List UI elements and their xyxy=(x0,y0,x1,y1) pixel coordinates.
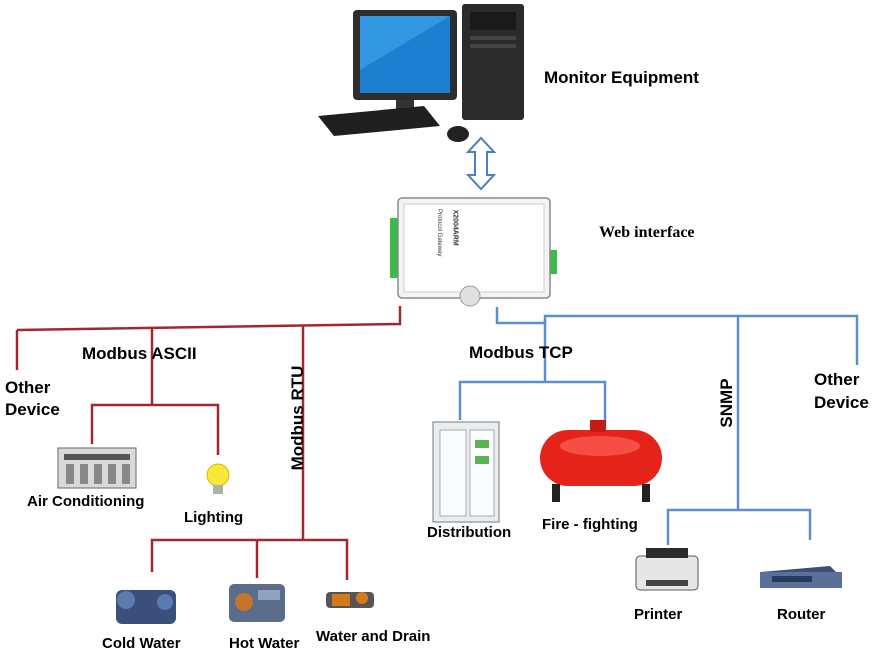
fire-fighting-label: Fire - fighting xyxy=(542,516,638,533)
computer-icon xyxy=(318,4,524,142)
router-label: Router xyxy=(777,606,826,623)
tcp-branch xyxy=(458,380,607,424)
snmp-branch xyxy=(666,508,812,545)
air-conditioner-icon xyxy=(57,447,137,489)
printer-icon xyxy=(635,548,699,591)
rtu-branch xyxy=(150,538,349,580)
gateway-icon xyxy=(390,197,557,307)
modbus-rtu-label: Modbus RTU xyxy=(288,365,307,471)
light-bulb-icon xyxy=(206,463,230,494)
modbus-ascii-label: Modbus ASCII xyxy=(82,344,197,363)
other-device-right-line2: Device xyxy=(814,393,869,412)
web-interface-label: Web interface xyxy=(599,224,695,241)
other-device-right-line1: Other xyxy=(814,370,860,389)
lighting-label: Lighting xyxy=(184,509,244,526)
monitor-label: Monitor Equipment xyxy=(544,68,699,87)
router-icon xyxy=(760,566,842,588)
boiler-icon xyxy=(229,584,285,622)
other-device-left-line2: Device xyxy=(5,400,60,419)
gateway-red-drop xyxy=(16,306,402,332)
hot-water-label: Hot Water xyxy=(229,635,300,652)
gateway-blue-drop xyxy=(495,307,859,365)
other-device-left-line1: Other xyxy=(5,378,51,397)
gateway-model-label: X2004ARM xyxy=(451,209,459,246)
pump-icon xyxy=(326,592,374,608)
gateway-type-label: Protocol Gateway xyxy=(436,209,442,257)
serial-connectors xyxy=(15,306,402,580)
water-drain-label: Water and Drain xyxy=(316,628,431,645)
distribution-label: Distribution xyxy=(427,524,512,541)
ascii-branch xyxy=(90,403,220,455)
double-arrow-icon xyxy=(465,136,497,191)
cold-water-label: Cold Water xyxy=(102,635,181,652)
printer-label: Printer xyxy=(634,606,683,623)
modbus-tcp-label: Modbus TCP xyxy=(469,343,573,362)
snmp-label: SNMP xyxy=(717,378,736,428)
chiller-icon xyxy=(116,590,176,624)
cabinet-icon xyxy=(432,421,500,523)
fire-tank-icon xyxy=(540,420,662,502)
air-conditioning-label: Air Conditioning xyxy=(27,493,145,510)
ethernet-connectors xyxy=(458,307,859,545)
